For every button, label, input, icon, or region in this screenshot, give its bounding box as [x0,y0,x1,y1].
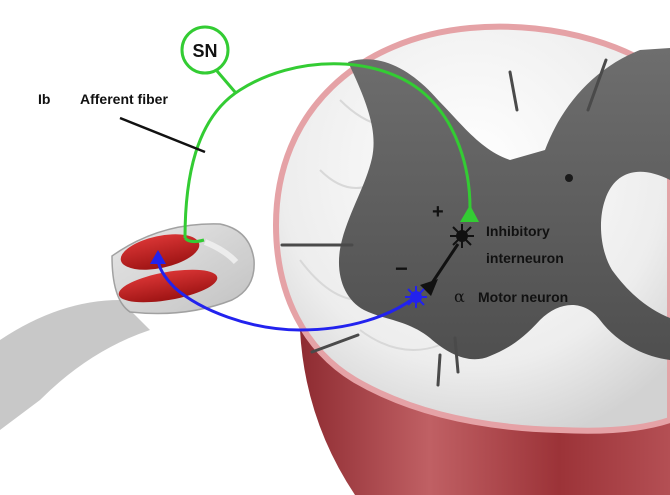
interneuron-label: interneuron [486,250,564,266]
afferent-fiber-pointer [120,118,205,152]
central-canal [565,174,573,182]
excitatory-sign: + [432,201,444,223]
alpha-symbol: α [454,287,465,306]
inhibitory-sign: − [395,256,408,281]
inhibitory-label: Inhibitory [486,223,550,239]
limb-shadow [0,300,150,430]
afferent-fiber-label: Afferent fiber [80,91,168,107]
ib-label: Ib [38,91,50,107]
sn-connector [217,71,235,92]
spinal-cord [276,27,670,495]
limb-with-muscle [0,224,254,430]
motor-neuron-label: Motor neuron [478,289,568,305]
sn-label: SN [192,41,217,61]
interneuron-cell-body [450,224,474,248]
alpha-motor-neuron-cell-body [405,286,427,308]
